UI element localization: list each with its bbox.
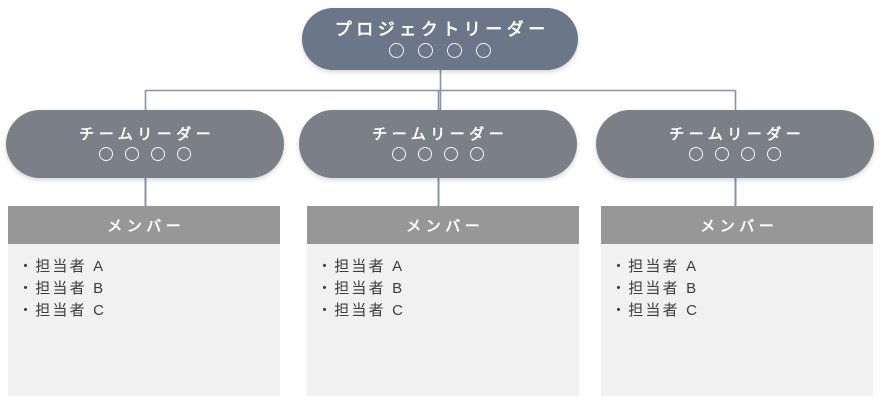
person-circle-outline-icon	[389, 42, 404, 58]
team-leader-avatars	[93, 147, 197, 161]
person-circle-outline-icon	[151, 147, 165, 161]
node-project-leader[interactable]: プロジェクトリーダー	[302, 8, 578, 70]
member-card-header: メンバー	[8, 206, 280, 244]
team-leader-label: チームリーダー	[669, 126, 806, 143]
member-card-header: メンバー	[307, 206, 579, 244]
team-leader-avatars	[683, 147, 787, 161]
person-circle-outline-icon	[392, 147, 406, 161]
list-item: ・担当者 B	[317, 280, 405, 297]
member-list: ・担当者 A ・担当者 B ・担当者 C	[601, 244, 873, 322]
list-item: ・担当者 A	[611, 258, 699, 275]
member-card-header: メンバー	[601, 206, 873, 244]
person-circle-outline-icon	[444, 147, 458, 161]
node-team-leader-3[interactable]: チームリーダー	[596, 110, 874, 178]
list-item: ・担当者 C	[317, 302, 406, 319]
project-leader-avatars	[382, 42, 498, 58]
member-card-3: メンバー ・担当者 A ・担当者 B ・担当者 C	[601, 206, 873, 396]
person-circle-outline-icon	[470, 147, 484, 161]
member-card-1: メンバー ・担当者 A ・担当者 B ・担当者 C	[8, 206, 280, 396]
list-item: ・担当者 A	[18, 258, 106, 275]
node-team-leader-1[interactable]: チームリーダー	[6, 110, 284, 178]
team-leader-label: チームリーダー	[372, 126, 509, 143]
person-circle-outline-icon	[125, 147, 139, 161]
person-circle-outline-icon	[767, 147, 781, 161]
list-item: ・担当者 C	[18, 302, 107, 319]
person-circle-outline-icon	[177, 147, 191, 161]
person-circle-outline-icon	[715, 147, 729, 161]
member-list: ・担当者 A ・担当者 B ・担当者 C	[307, 244, 579, 322]
person-circle-outline-icon	[741, 147, 755, 161]
person-circle-outline-icon	[418, 147, 432, 161]
member-list: ・担当者 A ・担当者 B ・担当者 C	[8, 244, 280, 322]
list-item: ・担当者 A	[317, 258, 405, 275]
list-item: ・担当者 C	[611, 302, 700, 319]
person-circle-outline-icon	[418, 42, 433, 58]
person-circle-outline-icon	[476, 42, 491, 58]
person-circle-outline-icon	[447, 42, 462, 58]
person-circle-outline-icon	[689, 147, 703, 161]
team-leader-avatars	[386, 147, 490, 161]
project-leader-label: プロジェクトリーダー	[334, 19, 550, 39]
member-card-2: メンバー ・担当者 A ・担当者 B ・担当者 C	[307, 206, 579, 396]
node-team-leader-2[interactable]: チームリーダー	[299, 110, 577, 178]
list-item: ・担当者 B	[18, 280, 106, 297]
person-circle-outline-icon	[99, 147, 113, 161]
list-item: ・担当者 B	[611, 280, 699, 297]
team-leader-label: チームリーダー	[79, 126, 216, 143]
